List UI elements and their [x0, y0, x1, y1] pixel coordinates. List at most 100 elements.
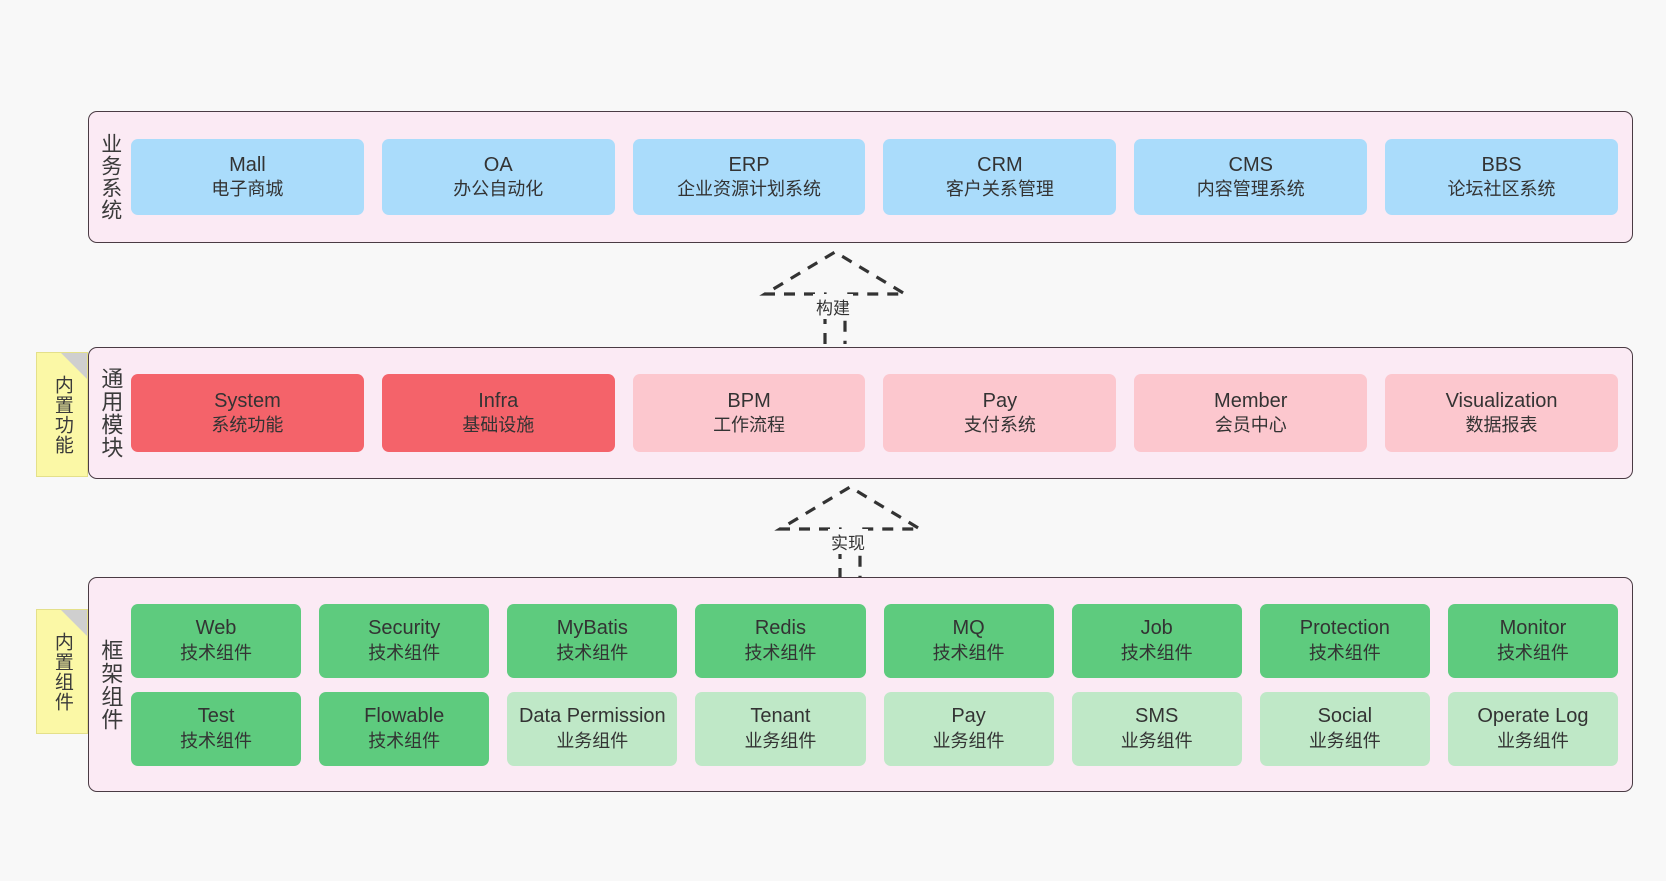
layer-framework-components: 框架组件 Web 技术组件 Security 技术组件 MyBatis 技术组件… [88, 577, 1633, 792]
card-title: MyBatis [556, 617, 628, 640]
card-subtitle: 业务组件 [1308, 730, 1381, 751]
card-subtitle: 系统功能 [211, 415, 284, 436]
card-subtitle: 客户关系管理 [945, 179, 1054, 200]
card-subtitle: 技术组件 [1496, 642, 1569, 663]
card-mall[interactable]: Mall 电子商城 [131, 139, 364, 215]
connector-build: 构建 [745, 248, 925, 348]
card-title: CRM [977, 153, 1023, 176]
card-title: Member [1214, 389, 1288, 412]
card-subtitle: 技术组件 [932, 642, 1005, 663]
card-subtitle: 数据报表 [1465, 415, 1538, 436]
card-subtitle: 业务组件 [1120, 730, 1193, 751]
modules-card-row: System 系统功能 Infra 基础设施 BPM 工作流程 Pay 支付系统… [131, 374, 1618, 452]
card-title: MQ [952, 617, 985, 640]
card-redis[interactable]: Redis 技术组件 [695, 603, 866, 678]
layer-common-modules: 通用模块 System 系统功能 Infra 基础设施 BPM 工作流程 Pay… [88, 347, 1633, 479]
card-title: Protection [1299, 617, 1390, 640]
card-operate-log[interactable]: Operate Log 业务组件 [1447, 691, 1618, 766]
sticky-fold-corner-icon [61, 353, 87, 379]
card-bbs[interactable]: BBS 论坛社区系统 [1385, 139, 1618, 215]
card-title: Pay [951, 705, 986, 728]
card-title: Infra [478, 389, 519, 412]
card-title: Mall [229, 153, 266, 176]
card-subtitle: 技术组件 [180, 730, 253, 751]
framework-business-row: Test 技术组件 Flowable 技术组件 Data Permission … [131, 691, 1618, 766]
connector-label-build: 构建 [813, 294, 853, 319]
card-subtitle: 技术组件 [180, 642, 253, 663]
layer-label-business: 业务系统 [98, 133, 122, 221]
card-title: Job [1140, 617, 1173, 640]
sticky-note-label: 内置组件 [51, 631, 73, 712]
card-pay-module[interactable]: Pay 支付系统 [883, 374, 1117, 452]
card-subtitle: 基础设施 [462, 415, 535, 436]
card-title: ERP [728, 153, 770, 176]
card-crm[interactable]: CRM 客户关系管理 [883, 139, 1117, 215]
framework-tech-row: Web 技术组件 Security 技术组件 MyBatis 技术组件 Redi… [131, 603, 1618, 678]
card-infra[interactable]: Infra 基础设施 [381, 374, 615, 452]
layer-body-business: Mall 电子商城 OA 办公自动化 ERP 企业资源计划系统 CRM 客户关系… [131, 122, 1618, 232]
sticky-note-label: 内置功能 [51, 374, 73, 455]
card-subtitle: 业务组件 [744, 730, 817, 751]
card-subtitle: 工作流程 [713, 415, 786, 436]
card-tenant[interactable]: Tenant 业务组件 [695, 691, 866, 766]
card-oa[interactable]: OA 办公自动化 [381, 139, 615, 215]
card-cms[interactable]: CMS 内容管理系统 [1134, 139, 1368, 215]
card-title: Pay [982, 389, 1018, 412]
card-visualization[interactable]: Visualization 数据报表 [1385, 374, 1618, 452]
card-title: SMS [1135, 705, 1179, 728]
sticky-note-builtin-features: 内置功能 [36, 352, 88, 477]
connector-label-implement: 实现 [828, 529, 868, 554]
card-title: Test [197, 705, 235, 728]
card-mq[interactable]: MQ 技术组件 [883, 603, 1054, 678]
card-title: CMS [1228, 153, 1273, 176]
card-subtitle: 论坛社区系统 [1447, 179, 1556, 200]
layer-business-systems: 业务系统 Mall 电子商城 OA 办公自动化 ERP 企业资源计划系统 CRM… [88, 111, 1633, 243]
card-subtitle: 支付系统 [963, 415, 1036, 436]
card-title: Redis [754, 617, 806, 640]
business-card-row: Mall 电子商城 OA 办公自动化 ERP 企业资源计划系统 CRM 客户关系… [131, 139, 1618, 215]
card-member[interactable]: Member 会员中心 [1134, 374, 1368, 452]
card-title: Social [1317, 705, 1373, 728]
layer-body-modules: System 系统功能 Infra 基础设施 BPM 工作流程 Pay 支付系统… [131, 358, 1618, 468]
card-mybatis[interactable]: MyBatis 技术组件 [507, 603, 678, 678]
layer-label-framework: 框架组件 [98, 638, 124, 731]
card-subtitle: 业务组件 [932, 730, 1005, 751]
card-title: OA [483, 153, 513, 176]
card-job[interactable]: Job 技术组件 [1071, 603, 1242, 678]
card-test[interactable]: Test 技术组件 [131, 691, 302, 766]
card-erp[interactable]: ERP 企业资源计划系统 [632, 139, 866, 215]
sticky-fold-corner-icon [61, 610, 87, 636]
card-subtitle: 企业资源计划系统 [677, 179, 822, 200]
sticky-note-builtin-components: 内置组件 [36, 609, 88, 734]
card-title: Flowable [364, 705, 445, 728]
card-title: System [214, 389, 281, 412]
card-monitor[interactable]: Monitor 技术组件 [1447, 603, 1618, 678]
card-subtitle: 业务组件 [1496, 730, 1569, 751]
card-subtitle: 办公自动化 [453, 179, 544, 200]
card-subtitle: 技术组件 [368, 730, 441, 751]
card-system[interactable]: System 系统功能 [131, 374, 364, 452]
card-bpm[interactable]: BPM 工作流程 [632, 374, 866, 452]
card-subtitle: 技术组件 [556, 642, 629, 663]
card-protection[interactable]: Protection 技术组件 [1259, 603, 1430, 678]
layer-label-modules: 通用模块 [98, 367, 124, 459]
card-web[interactable]: Web 技术组件 [131, 603, 302, 678]
connector-implement: 实现 [760, 483, 940, 583]
card-title: Data Permission [518, 705, 666, 728]
card-data-permission[interactable]: Data Permission 业务组件 [507, 691, 678, 766]
card-subtitle: 技术组件 [368, 642, 441, 663]
card-title: Monitor [1499, 617, 1567, 640]
card-title: Operate Log [1477, 705, 1589, 728]
card-security[interactable]: Security 技术组件 [319, 603, 490, 678]
card-title: Security [368, 617, 441, 640]
card-social[interactable]: Social 业务组件 [1259, 691, 1430, 766]
card-subtitle: 技术组件 [744, 642, 817, 663]
card-flowable[interactable]: Flowable 技术组件 [319, 691, 490, 766]
card-subtitle: 电子商城 [211, 179, 284, 200]
card-subtitle: 会员中心 [1214, 415, 1287, 436]
card-title: Web [195, 617, 237, 640]
card-pay-component[interactable]: Pay 业务组件 [883, 691, 1054, 766]
card-subtitle: 技术组件 [1308, 642, 1381, 663]
card-sms[interactable]: SMS 业务组件 [1071, 691, 1242, 766]
card-subtitle: 内容管理系统 [1196, 179, 1305, 200]
